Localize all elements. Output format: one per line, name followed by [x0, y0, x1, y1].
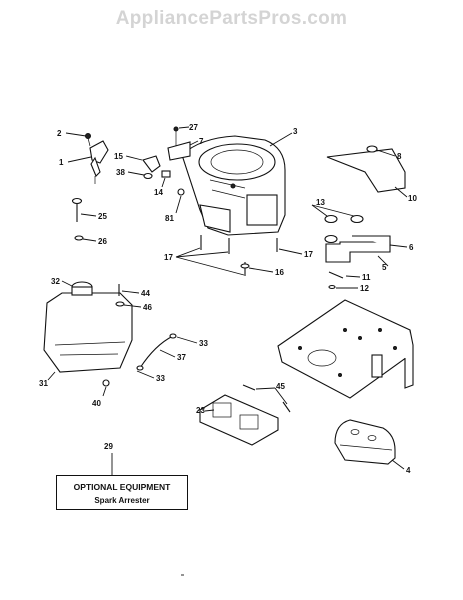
engine — [181, 135, 286, 236]
shield-23 — [199, 394, 279, 446]
label-17a: 17 — [164, 253, 173, 262]
fuel-tank — [43, 281, 133, 373]
fuel-line — [139, 335, 174, 369]
washer-26 — [74, 235, 84, 241]
label-32: 32 — [51, 277, 60, 286]
label-2: 2 — [57, 129, 62, 138]
label-5: 5 — [382, 263, 387, 272]
label-10: 10 — [408, 194, 417, 203]
label-1: 1 — [59, 158, 64, 167]
heat-shield — [326, 145, 406, 193]
label-46: 46 — [143, 303, 152, 312]
label-6: 6 — [409, 243, 414, 252]
label-16: 16 — [275, 268, 284, 277]
watermark: AppliancePartsPros.com — [115, 8, 348, 29]
label-81: 81 — [165, 214, 174, 223]
label-27: 27 — [189, 123, 198, 132]
label-23: 23 — [196, 406, 205, 415]
optional-equipment-title: OPTIONAL EQUIPMENT — [73, 482, 171, 492]
label-38: 38 — [116, 168, 125, 177]
label-8: 8 — [397, 152, 402, 161]
label-7: 7 — [199, 137, 204, 146]
chassis-plate — [277, 299, 414, 399]
spark-arrester-label: Spark Arrester — [94, 496, 150, 505]
label-40: 40 — [92, 399, 101, 408]
label-33b: 33 — [156, 374, 165, 383]
label-25: 25 — [98, 212, 107, 221]
exhaust-pipes — [324, 214, 391, 263]
throttle-control — [85, 133, 109, 184]
label-44: 44 — [141, 289, 150, 298]
label-45: 45 — [276, 382, 285, 391]
part-labels: 2 1 27 7 3 15 38 14 81 25 26 17 17 16 8 … — [39, 123, 417, 475]
label-12: 12 — [360, 284, 369, 293]
label-29: 29 — [104, 442, 113, 451]
label-11: 11 — [362, 273, 371, 282]
label-26: 26 — [98, 237, 107, 246]
label-33a: 33 — [199, 339, 208, 348]
muffler — [334, 419, 396, 465]
label-13: 13 — [316, 198, 325, 207]
label-37: 37 — [177, 353, 186, 362]
label-14: 14 — [154, 188, 163, 197]
bolt-25 — [71, 197, 83, 222]
label-15: 15 — [114, 152, 123, 161]
optional-equipment-box: OPTIONAL EQUIPMENT Spark Arrester — [56, 475, 188, 510]
label-31: 31 — [39, 379, 48, 388]
label-3: 3 — [293, 127, 298, 136]
label-4: 4 — [406, 466, 411, 475]
label-17b: 17 — [304, 250, 313, 259]
